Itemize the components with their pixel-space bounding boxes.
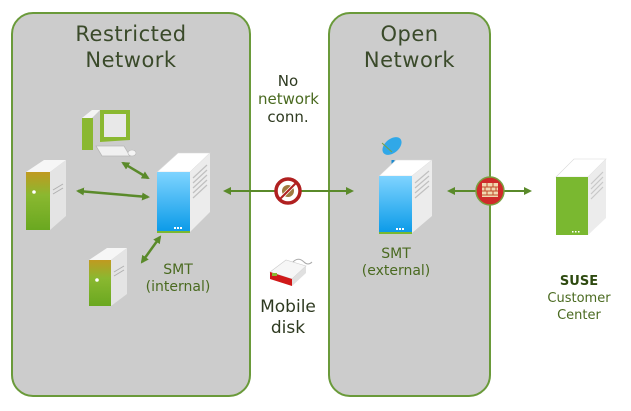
arrow-server-left-smt <box>76 187 150 201</box>
title-line: Restricted <box>75 22 187 46</box>
server-icon <box>555 158 607 235</box>
arrow-workstation-smt <box>121 161 150 180</box>
desktop-computer-icon <box>82 110 137 157</box>
label-line: Mobile <box>260 297 316 317</box>
arrow-server-bottom-smt <box>140 235 162 264</box>
no-network-connection-label: No network conn. <box>258 72 319 126</box>
label-line: SMT <box>381 246 411 262</box>
label-line: Customer <box>547 291 611 306</box>
smt-internal-label: SMT (internal) <box>140 262 216 296</box>
label-line: (external) <box>361 263 431 279</box>
label-line: Center <box>557 308 601 323</box>
smt-external-label: SMT (external) <box>358 246 434 280</box>
label-line: conn. <box>267 108 309 126</box>
firewall-icon <box>475 176 505 206</box>
title-line: Network <box>85 48 177 72</box>
label-line: SUSE <box>559 274 599 289</box>
label-line: network <box>258 90 319 108</box>
label-line: disk <box>270 318 306 338</box>
mobile-disk-label: Mobile disk <box>250 297 326 339</box>
server-tower-icon <box>89 248 127 306</box>
open-network-title: Open Network <box>330 21 489 73</box>
external-disk-icon <box>269 258 313 286</box>
title-line: Network <box>363 48 456 72</box>
server-with-satellite-dish-icon <box>378 137 433 234</box>
label-line: No <box>277 72 299 90</box>
suse-customer-center-label: SUSE Customer Center <box>539 273 619 324</box>
label-line: (internal) <box>145 279 211 295</box>
server-tower-icon <box>26 160 66 230</box>
label-line: SMT <box>163 262 193 278</box>
restricted-network-title: Restricted Network <box>13 21 249 73</box>
server-icon <box>156 152 211 233</box>
title-line: Open <box>380 22 439 46</box>
no-entry-icon <box>274 177 302 205</box>
